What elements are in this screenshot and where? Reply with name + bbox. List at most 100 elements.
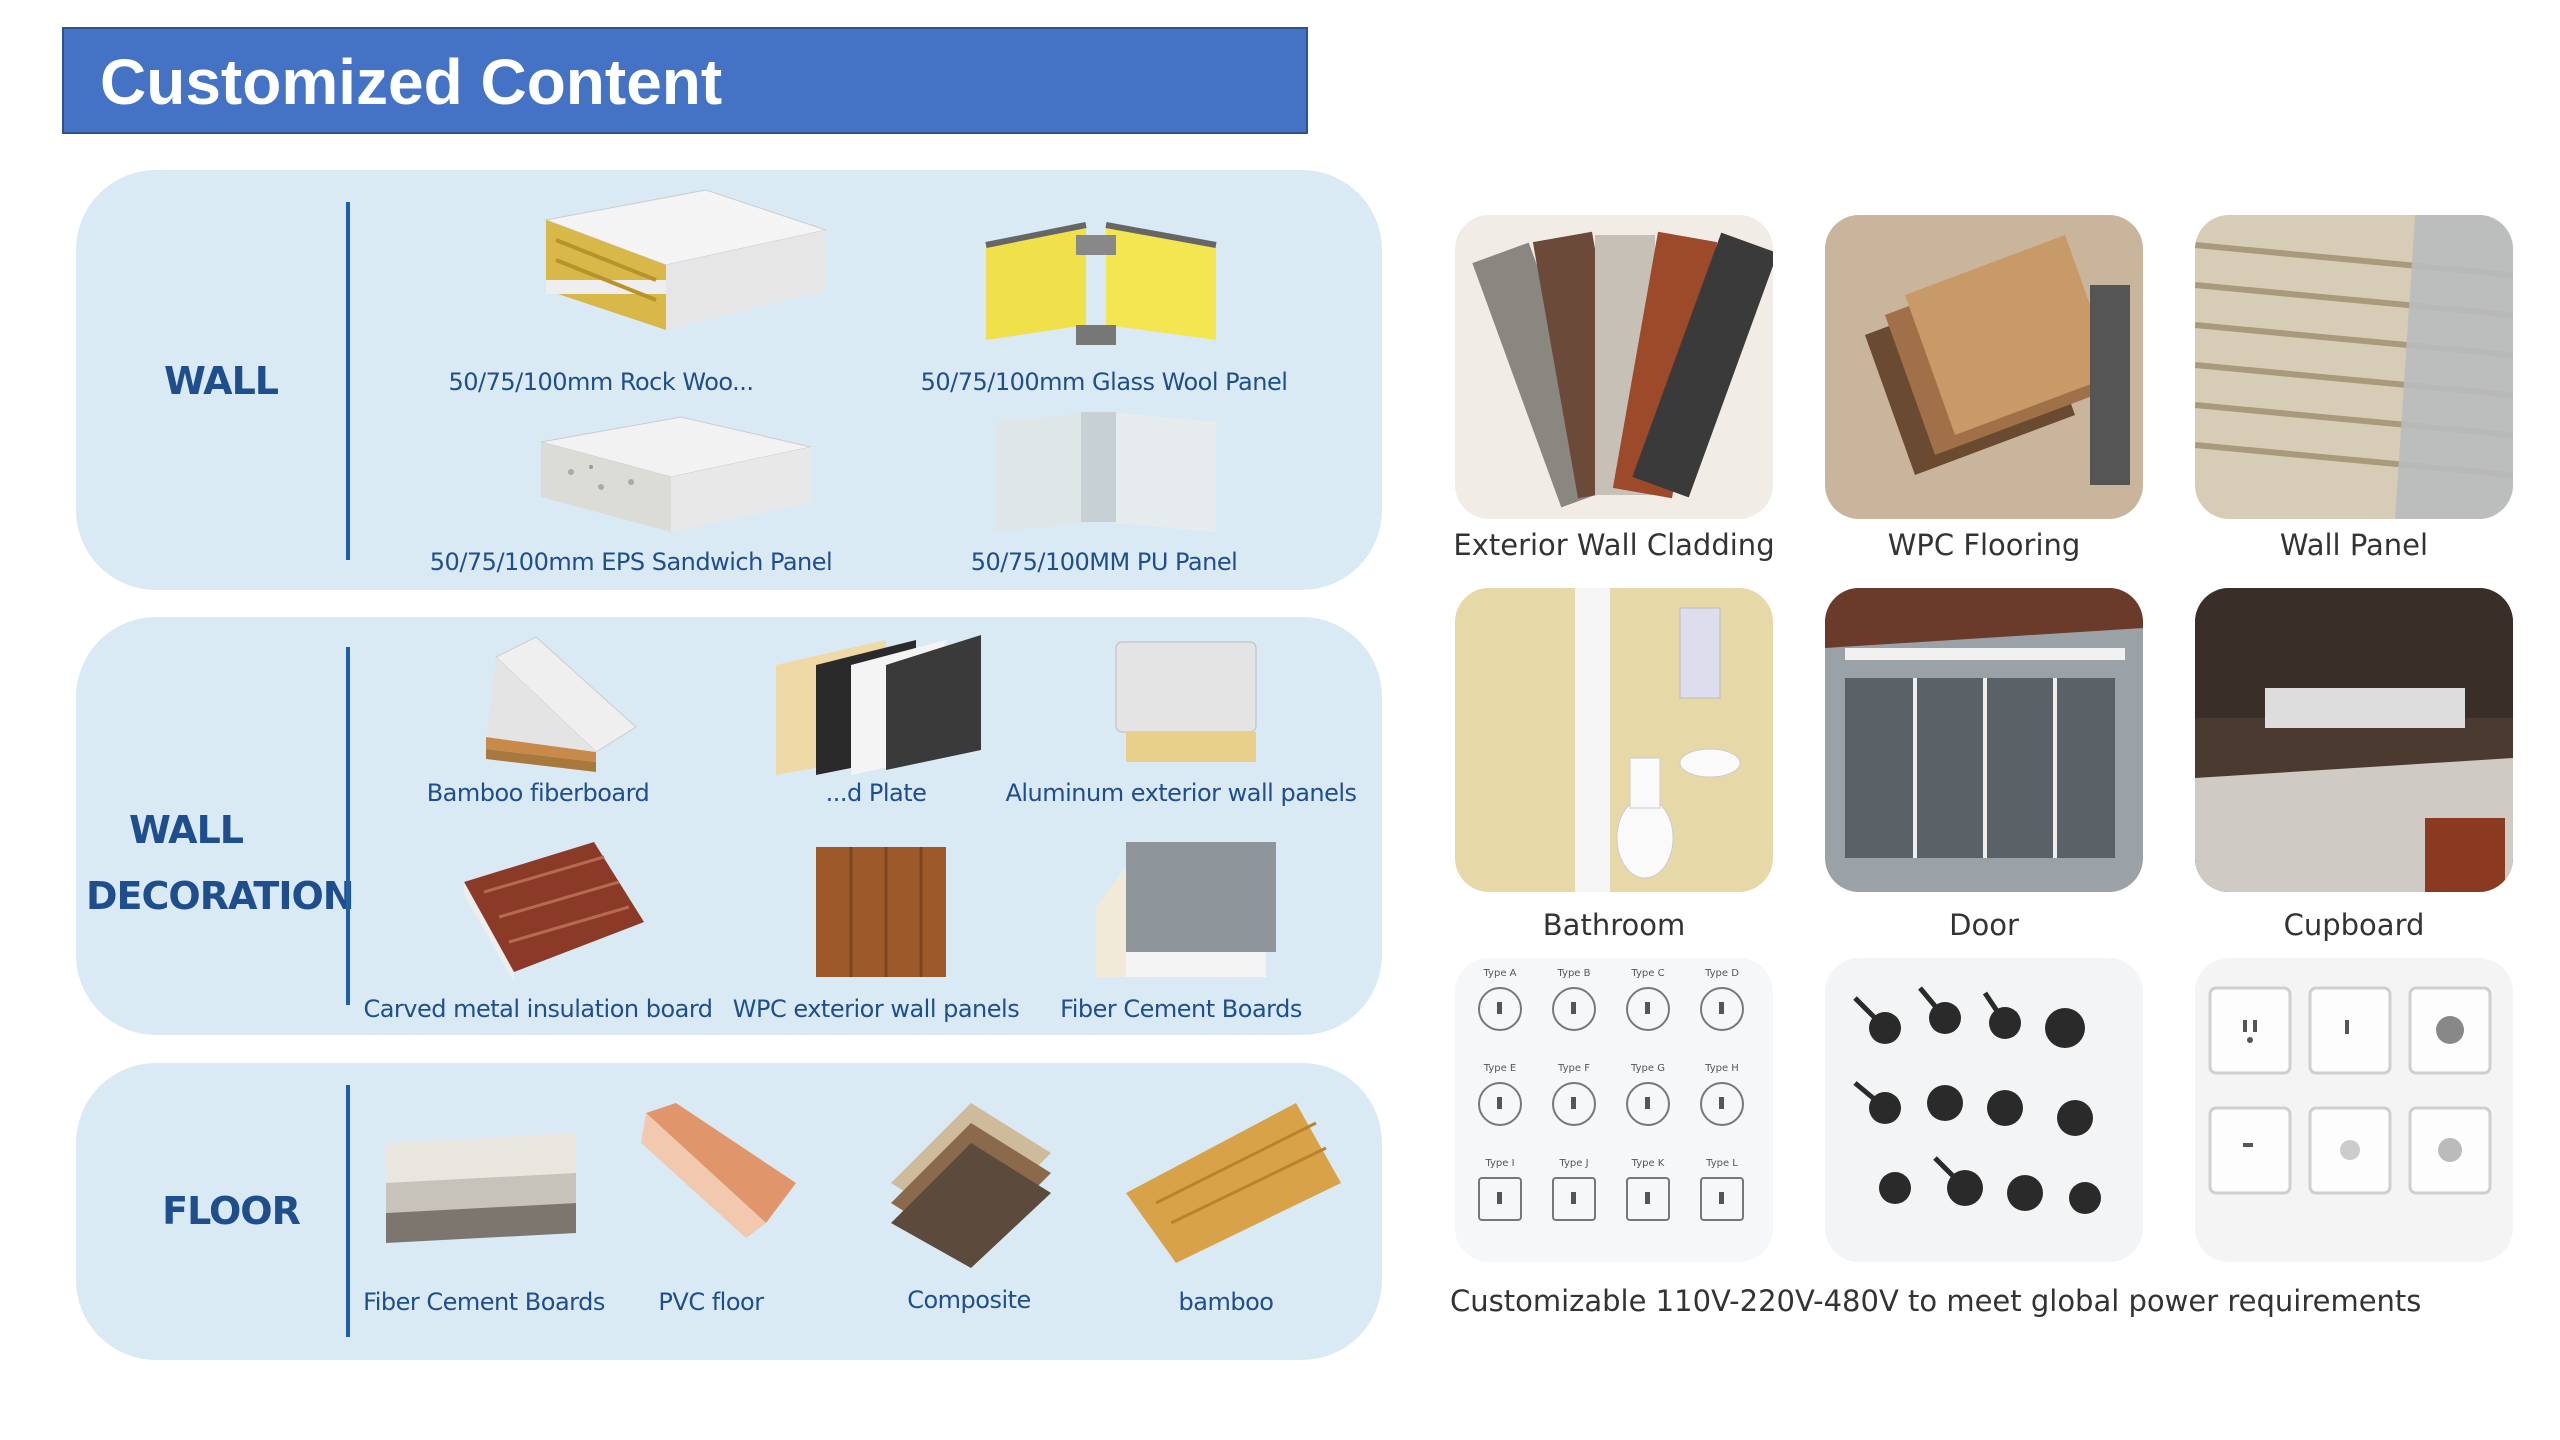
floor-panel: FLOOR Fiber Cement Boards PVC floor Comp… [76, 1063, 1382, 1360]
plug-type-cell: Type E [1465, 1063, 1535, 1153]
wpc-flooring-image [1825, 215, 2143, 519]
plug-type-cell: Type I [1465, 1158, 1535, 1248]
plug-type-cell: Type D [1687, 968, 1757, 1058]
socket-hole-icon [1719, 1097, 1724, 1109]
caption-eps: 50/75/100mm EPS Sandwich Panel [429, 548, 833, 576]
socket-icon [1478, 987, 1522, 1031]
socket-hole-icon [1497, 1097, 1502, 1109]
plug-type-cell: Type K [1613, 1158, 1683, 1248]
socket-icon [1478, 1177, 1522, 1221]
door-image [1825, 588, 2143, 892]
section-header: Customized Content [62, 27, 1308, 134]
exterior-wall-cladding-image [1455, 215, 1773, 519]
category-wall-decoration: WALL DECORATION [86, 797, 355, 929]
socket-icon [1700, 1177, 1744, 1221]
pu-panel-image [986, 402, 1226, 542]
socket-hole-icon [1497, 1192, 1502, 1204]
page-title: Customized Content [100, 46, 723, 118]
wall-panel-image [2195, 215, 2513, 519]
category-floor: FLOOR [162, 1189, 301, 1233]
socket-hole-icon [1571, 1097, 1576, 1109]
plug-type-label: Type B [1557, 968, 1591, 979]
plug-type-label: Type D [1705, 968, 1739, 979]
caption-aluminum: Aluminum exterior wall panels [1005, 779, 1357, 807]
socket-icon [1700, 987, 1744, 1031]
plug-type-cell: Type L [1687, 1158, 1757, 1248]
socket-icon [1700, 1082, 1744, 1126]
caption-rock-wool: 50/75/100mm Rock Woo... [448, 368, 754, 396]
bathroom-image [1455, 588, 1773, 892]
plug-type-label: Type I [1485, 1158, 1515, 1169]
power-plugs-image [1825, 958, 2143, 1262]
divider [346, 202, 350, 560]
gallery-caption-cladding: Exterior Wall Cladding [1453, 528, 1775, 562]
plug-types-chart-image: Type A Type B Type C Type D Type E Type F Type… [1455, 958, 1773, 1262]
caption-plate: ...d Plate [825, 779, 927, 807]
socket-hole-icon [1719, 1192, 1724, 1204]
gallery-caption-wall-panel: Wall Panel [2279, 528, 2429, 562]
aluminum-panel-image [1096, 632, 1266, 772]
wpc-exterior-panel-image [806, 837, 956, 987]
wall-panel: WALL 50/75/100mm Rock Woo... 50/75/100mm… [76, 170, 1382, 590]
caption-fiber-cement: Fiber Cement Boards [1060, 995, 1302, 1023]
cupboard-image [2195, 588, 2513, 892]
plug-type-label: Type J [1559, 1158, 1589, 1169]
plug-type-label: Type G [1631, 1063, 1665, 1074]
plug-type-label: Type K [1631, 1158, 1665, 1169]
gallery-caption-bathroom: Bathroom [1542, 908, 1686, 942]
plug-type-cell: Type J [1539, 1158, 1609, 1248]
plug-type-label: Type F [1558, 1063, 1590, 1074]
plug-type-label: Type C [1631, 968, 1665, 979]
caption-carved-metal: Carved metal insulation board [363, 995, 713, 1023]
divider [346, 1085, 350, 1337]
gallery-caption-door: Door [1949, 908, 2019, 942]
fiber-cement-board-image [1086, 827, 1286, 987]
socket-icon [1552, 1177, 1596, 1221]
floor-fiber-cement-image [376, 1113, 586, 1253]
socket-hole-icon [1645, 1097, 1650, 1109]
caption-pvc-floor: PVC floor [658, 1288, 764, 1316]
socket-icon [1552, 987, 1596, 1031]
plug-type-cell: Type B [1539, 968, 1609, 1058]
category-wall: WALL [163, 359, 279, 403]
wall-sockets-image [2195, 958, 2513, 1262]
bamboo-floor-image [1116, 1093, 1346, 1273]
category-line1: WALL [128, 808, 244, 852]
plug-type-cell: Type F [1539, 1063, 1609, 1153]
socket-icon [1626, 1082, 1670, 1126]
bamboo-fiberboard-image [456, 627, 656, 777]
plug-type-cell: Type C [1613, 968, 1683, 1058]
caption-bamboo-fiberboard: Bamboo fiberboard [426, 779, 650, 807]
plug-type-label: Type E [1483, 1063, 1517, 1074]
plug-type-grid: Type A Type B Type C Type D Type E Type F Type… [1465, 968, 1763, 1252]
socket-icon [1626, 987, 1670, 1031]
socket-hole-icon [1719, 1002, 1724, 1014]
socket-icon [1552, 1082, 1596, 1126]
plug-type-cell: Type H [1687, 1063, 1757, 1153]
caption-composite: Composite [907, 1286, 1031, 1314]
power-requirements-note: Customizable 110V-220V-480V to meet glob… [1450, 1284, 2422, 1318]
pvc-floor-image [636, 1093, 806, 1243]
wall-decoration-panel: WALL DECORATION Bamboo fiberboard ...d P… [76, 617, 1382, 1035]
category-line2: DECORATION [86, 874, 355, 918]
plug-type-cell: Type A [1465, 968, 1535, 1058]
socket-icon [1626, 1177, 1670, 1221]
caption-bamboo-floor: bamboo [1178, 1288, 1274, 1316]
socket-hole-icon [1571, 1002, 1576, 1014]
socket-hole-icon [1645, 1192, 1650, 1204]
socket-icon [1478, 1082, 1522, 1126]
composite-floor-image [881, 1093, 1061, 1273]
socket-hole-icon [1571, 1192, 1576, 1204]
rock-wool-panel-image [486, 180, 826, 360]
gallery-caption-cupboard: Cupboard [2283, 908, 2425, 942]
plate-image [766, 625, 986, 775]
eps-sandwich-panel-image [481, 402, 821, 542]
plug-type-label: Type L [1706, 1158, 1738, 1169]
gallery-caption-wpc-flooring: WPC Flooring [1887, 528, 2081, 562]
glass-wool-panel-image [976, 215, 1236, 365]
socket-hole-icon [1497, 1002, 1502, 1014]
divider [346, 647, 350, 1005]
plug-type-cell: Type G [1613, 1063, 1683, 1153]
plug-type-label: Type H [1705, 1063, 1739, 1074]
caption-floor-fiber-cement: Fiber Cement Boards [363, 1288, 605, 1316]
